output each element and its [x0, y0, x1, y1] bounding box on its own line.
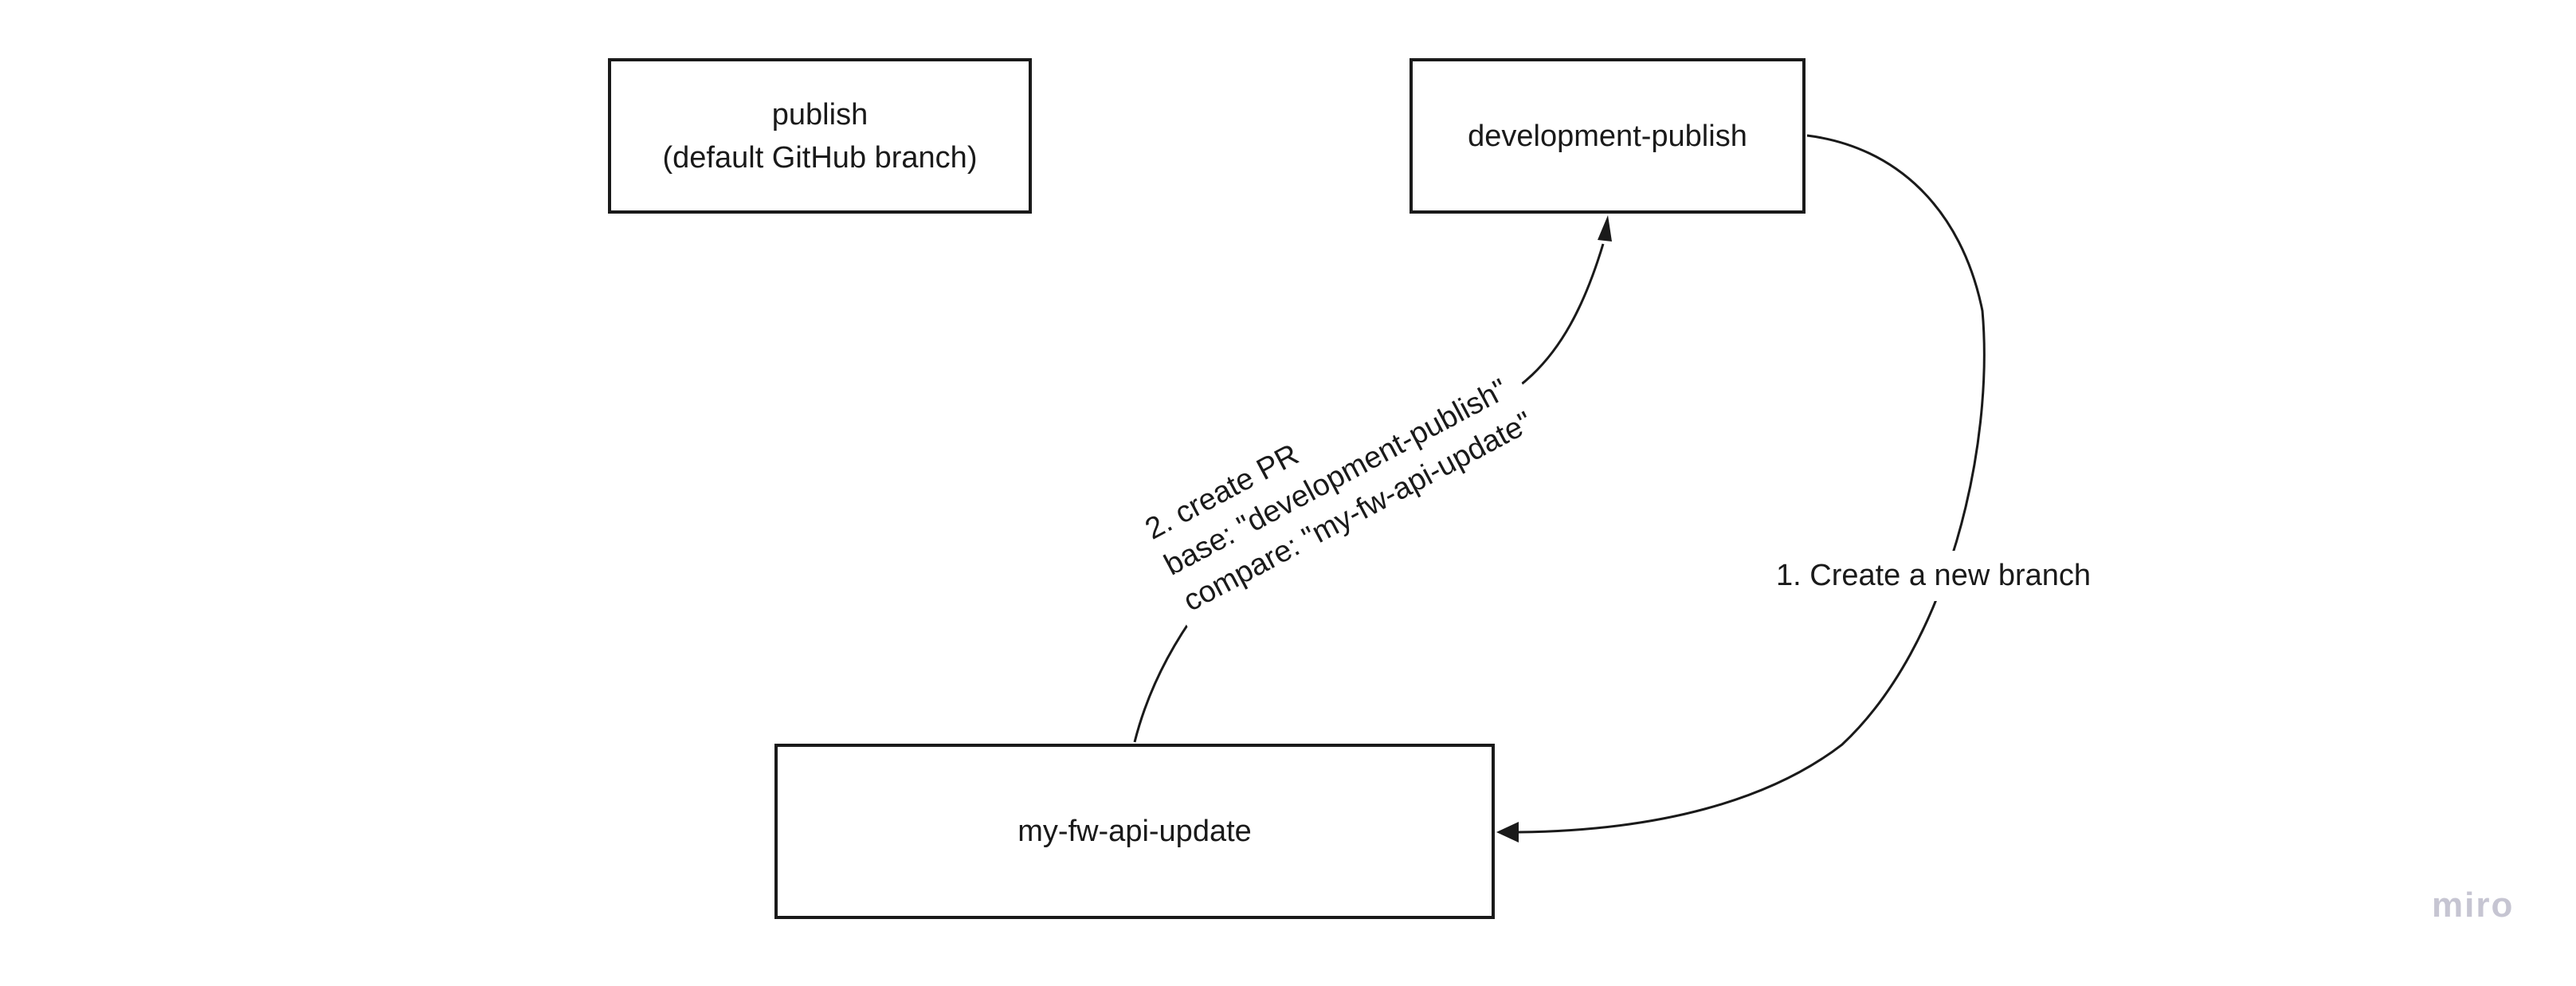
node-publish[interactable]: publish (default GitHub branch) — [608, 58, 1032, 214]
connector-create-branch[interactable] — [1496, 134, 1986, 843]
node-development-publish[interactable]: development-publish — [1410, 58, 1806, 214]
edge-label-create-branch[interactable]: 1. Create a new branch — [1765, 551, 2103, 601]
node-my-fw-api-update[interactable]: my-fw-api-update — [774, 744, 1495, 919]
miro-watermark: miro — [2432, 886, 2515, 925]
connector-create-pr-arrowhead-icon — [1598, 215, 1612, 242]
node-publish-label-line1: publish — [771, 97, 868, 132]
node-publish-label-line2: (default GitHub branch) — [662, 140, 978, 175]
connector-create-branch-arrowhead-icon — [1496, 822, 1519, 843]
node-development-publish-label: development-publish — [1468, 119, 1747, 153]
node-my-fw-api-update-label: my-fw-api-update — [1017, 815, 1252, 848]
connector-create-branch-line[interactable] — [1518, 134, 1986, 834]
edge-label-create-branch-text: 1. Create a new branch — [1776, 559, 2092, 592]
